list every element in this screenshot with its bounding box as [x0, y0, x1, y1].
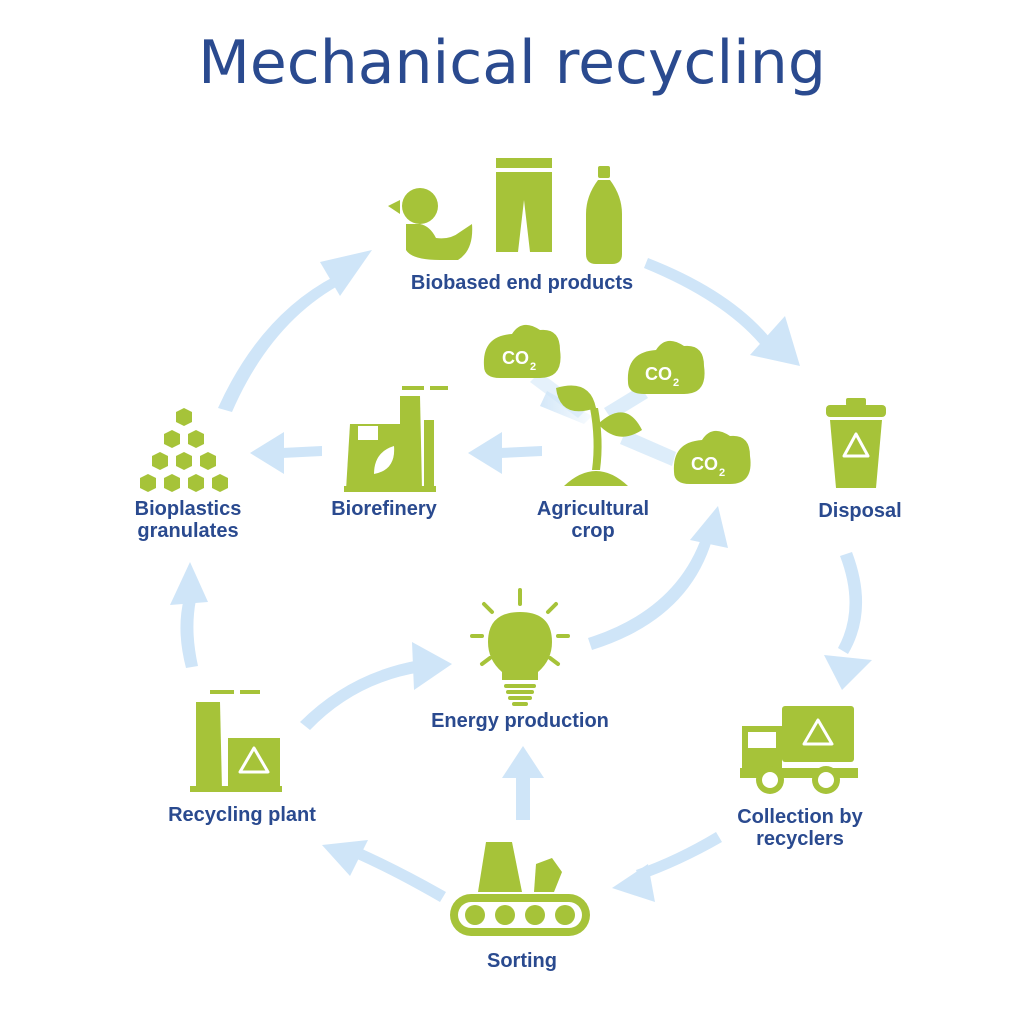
arrow-energy-to-crop — [588, 506, 728, 650]
arrow-disposal-to-collection — [824, 552, 872, 690]
label-sorting: Sorting — [487, 950, 557, 972]
duck-icon — [388, 188, 473, 260]
co2-subscript-text: 2 — [673, 377, 679, 389]
cycle-arrows — [170, 250, 872, 902]
co2-main-text: CO — [502, 348, 529, 368]
bottle-icon — [586, 166, 622, 264]
granulates-icon — [140, 408, 228, 492]
arrow-collection-to-sorting — [612, 832, 722, 902]
label-biobased-end-products: Biobased end products — [410, 272, 634, 294]
arrow-end-products-to-disposal — [644, 258, 800, 366]
co2-labels: CO 2 CO 2 CO 2 — [502, 348, 725, 479]
label-disposal: Disposal — [818, 500, 902, 522]
arrow-crop-to-biorefinery — [468, 432, 542, 474]
recycling-bin-icon — [826, 398, 886, 488]
co2-subscript-text: 2 — [530, 361, 536, 373]
co2-cloud-icon — [673, 430, 751, 484]
label-recycling-plant: Recycling plant — [168, 804, 316, 826]
label-energy-production: Energy production — [431, 710, 609, 732]
label-bioplastics-granulates: Bioplastics granulates — [134, 498, 242, 542]
sprout-icon — [556, 385, 642, 486]
conveyor-belt-icon — [450, 842, 590, 936]
co2-main-text: CO — [691, 454, 718, 474]
trousers-icon — [496, 158, 552, 252]
label-collection-by-recyclers: Collection by recyclers — [737, 806, 863, 850]
recycling-factory-icon — [190, 690, 282, 792]
co2-subscript-text: 2 — [719, 467, 725, 479]
light-bulb-icon — [470, 588, 570, 706]
label-agricultural-crop: Agricultural crop — [536, 498, 650, 542]
arrow-biorefinery-to-granulates — [250, 432, 322, 474]
arrow-sorting-to-energy — [502, 746, 544, 820]
label-biorefinery: Biorefinery — [331, 498, 437, 520]
arrow-recycling-plant-to-energy — [300, 642, 452, 730]
co2-cloud-icon — [483, 324, 561, 378]
co2-cloud-icon — [627, 340, 705, 394]
recycling-truck-icon — [740, 706, 858, 794]
co2-main-text: CO — [645, 364, 672, 384]
biorefinery-icon — [344, 386, 448, 492]
arrow-recycling-plant-to-granulates — [170, 562, 208, 668]
arrow-sorting-to-recycling-plant — [322, 840, 446, 902]
arrow-granulates-to-end-products — [218, 250, 372, 412]
page-title: Mechanical recycling — [198, 28, 826, 98]
